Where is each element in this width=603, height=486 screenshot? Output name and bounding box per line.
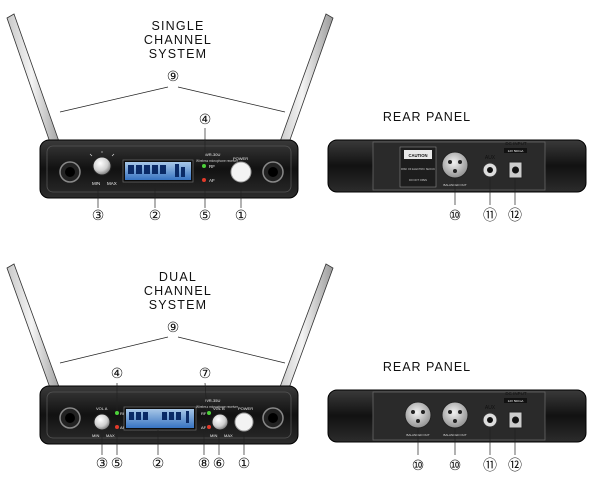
dual-model: WR-35U	[205, 398, 220, 403]
dual-front-unit: VOL A MIN MAX RF AF WR-35U Wireless micr…	[6, 263, 334, 445]
single-callout-lines	[59, 86, 286, 208]
single-callout-display: ②	[149, 207, 162, 223]
single-callout-antenna: ⑨	[167, 68, 180, 84]
dual-power-label: POWER	[238, 406, 253, 411]
single-model: WR-30U	[205, 152, 220, 157]
dual-callout-lines	[59, 336, 286, 455]
dual-callout-xlr-a: ⑩	[412, 457, 425, 473]
dual-dc-spec: 12V 500mA	[508, 399, 524, 403]
single-rear-panel-title: REAR PANEL	[382, 110, 472, 124]
single-title-line3: SYSTEM	[148, 47, 208, 61]
single-callout-volume: ③	[92, 207, 105, 223]
dual-max-b-label: MAX	[224, 433, 233, 438]
dual-af-b-label: AF	[201, 425, 207, 430]
dual-xlr-output-b[interactable]	[441, 401, 469, 429]
dual-rf-a-led	[115, 411, 119, 415]
single-max-label: MAX	[107, 181, 117, 186]
single-title: SINGLE CHANNEL SYSTEM	[128, 19, 228, 61]
dual-xlr-output-a[interactable]	[404, 401, 432, 429]
dual-callout-af-a: ⑤	[111, 455, 124, 471]
single-dc-spec: 12V 500mA	[508, 149, 524, 153]
single-aux-label: AUX	[485, 155, 496, 161]
single-callout-dc: ⑫	[508, 207, 522, 223]
dual-rear-unit: BALANCED OUT BALANCED OUT	[327, 389, 587, 443]
single-warn-text2: DO NOT OPEN	[409, 178, 427, 182]
dual-af-b-led	[207, 425, 211, 429]
dual-af-a-led	[115, 425, 119, 429]
dual-callout-af-b: ⑧	[198, 455, 211, 471]
single-af-led	[202, 178, 206, 182]
single-rear-callout-lines	[454, 177, 516, 205]
dual-dc-label: DC INPUT	[505, 391, 527, 396]
dual-rf-b-led	[207, 411, 211, 415]
dual-min-a-label: MIN	[92, 433, 99, 438]
dual-power-button[interactable]	[234, 412, 254, 432]
single-rf-led	[202, 164, 206, 168]
dual-volume-b-knob[interactable]	[211, 413, 229, 431]
dual-callout-dc: ⑫	[508, 457, 522, 473]
dual-callout-antenna: ⑨	[167, 319, 180, 335]
dual-rf-b-label: RF	[201, 411, 207, 416]
dual-vol-a-label: VOL A	[96, 406, 108, 411]
dual-callout-display: ②	[152, 455, 165, 471]
single-min-label: MIN	[92, 181, 100, 186]
single-af-label: AF	[209, 178, 215, 183]
dual-title-line2: CHANNEL	[143, 284, 213, 298]
single-title-line2: CHANNEL	[143, 33, 213, 47]
dual-vol-b-label: VOL B	[213, 406, 225, 411]
single-front-unit: MIN MAX WR-30U Wireless microphone recei…	[6, 13, 334, 199]
single-callout-af: ⑤	[199, 207, 212, 223]
single-warn-text: RISK OF ELECTRIC SHOCK	[401, 167, 435, 171]
dual-callout-xlr-b: ⑩	[449, 457, 462, 473]
dual-min-b-label: MIN	[210, 433, 217, 438]
single-dc-label: DC INPUT	[505, 141, 527, 146]
dual-callout-rf-a: ④	[111, 365, 124, 381]
single-power-button[interactable]	[230, 161, 252, 183]
dual-subtitle: Wireless microphone receiver	[196, 405, 239, 409]
single-rear-unit: CAUTION RISK OF ELECTRIC SHOCK DO NOT OP…	[327, 139, 587, 193]
single-rf-label: RF	[209, 164, 215, 169]
single-subtitle: Wireless microphone receiver	[196, 159, 239, 163]
single-caution-label: CAUTION	[408, 153, 427, 158]
dual-callout-rf-b: ⑦	[199, 365, 212, 381]
single-callout-power: ①	[235, 207, 248, 223]
dual-rf-a-label: RF	[120, 411, 126, 416]
single-xlr-output[interactable]	[441, 151, 469, 179]
dual-rear-callout-lines	[417, 427, 516, 455]
dual-callout-power: ①	[238, 455, 251, 471]
dual-max-a-label: MAX	[106, 433, 115, 438]
single-callout-rf: ④	[199, 111, 212, 127]
single-volume-knob[interactable]	[92, 156, 112, 176]
single-title-line1: SINGLE	[151, 19, 205, 33]
dual-rear-panel-title: REAR PANEL	[382, 360, 472, 374]
dual-volume-a-knob[interactable]	[93, 413, 111, 431]
dual-title: DUAL CHANNEL SYSTEM	[128, 270, 228, 312]
dual-af-a-label: AF	[120, 425, 126, 430]
dual-aux-label: AUX	[485, 405, 496, 411]
dual-title-line3: SYSTEM	[148, 298, 208, 312]
dual-callout-aux: ⑪	[483, 457, 497, 473]
single-callout-aux: ⑪	[483, 207, 497, 223]
single-power-label: POWER	[233, 156, 248, 161]
single-callout-xlr: ⑩	[449, 207, 462, 223]
dual-callout-vol-b: ⑥	[213, 455, 226, 471]
dual-callout-vol-a: ③	[96, 455, 109, 471]
dual-title-line1: DUAL	[158, 270, 198, 284]
